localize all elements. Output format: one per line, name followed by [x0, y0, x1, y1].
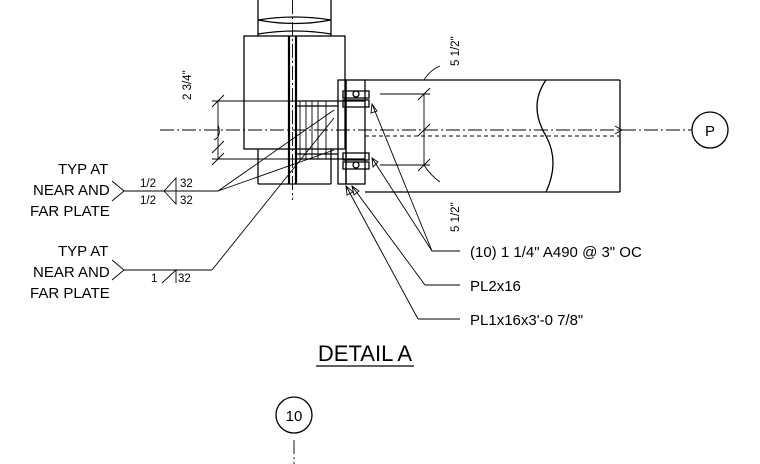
weld-note-2-line2: NEAR AND — [33, 264, 110, 281]
weld-1-length-bottom: 32 — [180, 195, 193, 207]
top-edge-dimension: 5 1/2" — [450, 36, 462, 66]
grid-marker-10 — [275, 396, 313, 434]
bolt-group — [342, 90, 370, 170]
grid-marker-p-label: P — [705, 123, 715, 140]
weld-1-size-bottom: 1/2 — [140, 195, 156, 207]
weld-symbol-2 — [111, 117, 335, 284]
weld-1-length-top: 32 — [180, 178, 193, 190]
callout-leaders — [345, 102, 460, 320]
weld-note-1-line3: FAR PLATE — [30, 203, 110, 220]
plate-large-callout: PL1x16x3'-0 7/8" — [470, 312, 583, 329]
detail-title: DETAIL A — [318, 341, 412, 366]
column-pipe — [243, 0, 346, 185]
grid-marker-10-label: 10 — [286, 408, 303, 425]
weld-note-1-line1: TYP AT — [58, 161, 108, 178]
weld-2-length: 32 — [178, 273, 191, 285]
weld-symbol-1 — [111, 109, 335, 206]
left-gauge-dimension: 2 3/4" — [182, 70, 194, 100]
weld-note-1-line2: NEAR AND — [33, 182, 110, 199]
grid-marker-p — [691, 111, 729, 149]
plate-small-callout: PL2x16 — [470, 278, 521, 295]
bottom-edge-dimension: 5 1/2" — [450, 202, 462, 232]
weld-2-size: 1 — [151, 273, 157, 285]
weld-note-2-line1: TYP AT — [58, 243, 108, 260]
bolt-callout: (10) 1 1/4" A490 @ 3" OC — [470, 244, 642, 261]
stiffener-plates — [296, 100, 338, 160]
beam-pipe — [365, 79, 623, 193]
weld-1-size-top: 1/2 — [140, 178, 156, 190]
right-dimension — [380, 65, 441, 183]
left-dimension — [211, 94, 296, 166]
weld-note-2-line3: FAR PLATE — [30, 285, 110, 302]
